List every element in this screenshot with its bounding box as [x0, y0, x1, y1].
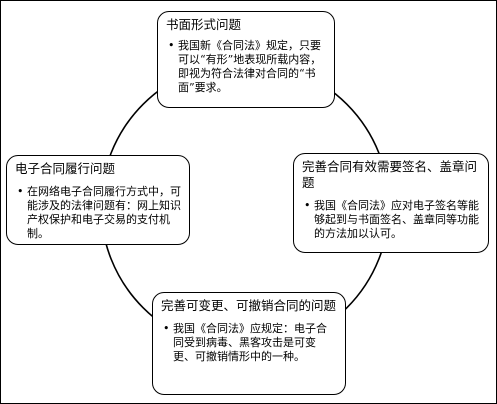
bullet-list: 在网络电子合同履行方式中，可能涉及的法律问题有：网上知识产权保护和电子交易的支付… [15, 185, 181, 241]
box-title: 完善可变更、可撤销合同的问题 [161, 298, 337, 313]
bullet-item: 我国新《合同法》规定，只要可以“有形”地表现所载内容，即视为符合法律对合同的“书… [168, 39, 326, 95]
bullet-list: 我国《合同法》应规定：电子合同受到病毒、黑客攻击是可变更、可撤销情形中的一种。 [161, 322, 337, 364]
bullet-item: 我国《合同法》应对电子签名等能够起到与书面签名、盖章同等功能的方法加以认可。 [304, 199, 480, 241]
bullet-item: 在网络电子合同履行方式中，可能涉及的法律问题有：网上知识产权保护和电子交易的支付… [17, 185, 181, 241]
bullet-list: 我国《合同法》应对电子签名等能够起到与书面签名、盖章同等功能的方法加以认可。 [302, 199, 480, 241]
box-title: 完善合同有效需要签名、盖章问题 [302, 159, 478, 190]
box-title: 电子合同履行问题 [15, 161, 116, 176]
box-title: 书面形式问题 [166, 17, 242, 32]
box-written-form: 书面形式问题 我国新《合同法》规定，只要可以“有形”地表现所载内容，即视为符合法… [157, 11, 335, 108]
box-signature-seal: 完善合同有效需要签名、盖章问题 我国《合同法》应对电子签名等能够起到与书面签名、… [293, 153, 489, 253]
box-contract-performance: 电子合同履行问题 在网络电子合同履行方式中，可能涉及的法律问题有：网上知识产权保… [6, 155, 190, 245]
bullet-list: 我国新《合同法》规定，只要可以“有形”地表现所载内容，即视为符合法律对合同的“书… [166, 39, 326, 95]
bullet-item: 我国《合同法》应规定：电子合同受到病毒、黑客攻击是可变更、可撤销情形中的一种。 [163, 322, 337, 364]
box-modifiable-contract: 完善可变更、可撤销合同的问题 我国《合同法》应规定：电子合同受到病毒、黑客攻击是… [152, 292, 346, 395]
